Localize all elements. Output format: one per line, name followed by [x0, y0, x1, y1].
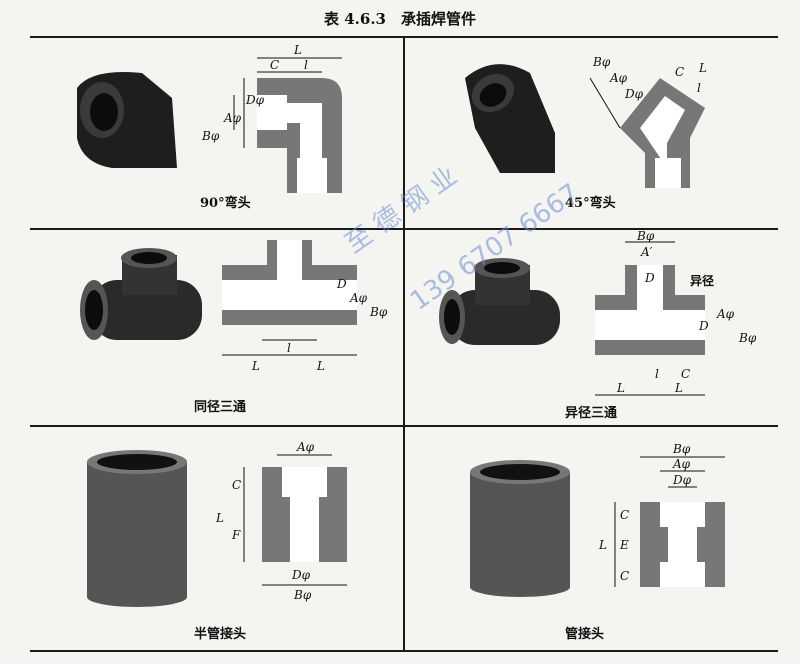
label-A: Aφ	[349, 291, 368, 305]
caption-90-elbow: 90°弯头	[200, 196, 251, 211]
label-B: Bφ	[201, 129, 220, 143]
caption-equal-tee: 同径三通	[194, 400, 247, 415]
label-L: L	[215, 511, 224, 525]
label-L-left: L	[251, 359, 260, 373]
half-coupling-photo	[87, 450, 187, 607]
label-F: F	[231, 528, 241, 542]
label-C-bottom: C	[620, 569, 629, 583]
label-l: l	[655, 367, 659, 381]
label-B-top: Bφ	[636, 230, 655, 243]
label-l: l	[697, 81, 701, 95]
label-l: l	[304, 58, 308, 72]
label-B: Bφ	[592, 55, 611, 69]
label-A: Aφ	[716, 307, 735, 321]
label-L: L	[698, 61, 707, 75]
label-A: Aφ	[296, 440, 315, 454]
column-divider	[403, 36, 405, 652]
label-D: Dφ	[672, 473, 692, 487]
label-l: l	[287, 341, 291, 355]
label-A: Aφ	[672, 457, 691, 471]
label-A: Aφ	[609, 71, 628, 85]
label-D: Dφ	[245, 93, 265, 107]
label-C: C	[270, 58, 279, 72]
equal-tee-photo	[80, 248, 202, 340]
label-D: D	[336, 277, 347, 291]
label-L: L	[293, 43, 302, 57]
label-D: D	[698, 319, 709, 333]
label-B: Bφ	[738, 331, 757, 345]
equal-tee-figure: L L l DAφ Bφ	[80, 240, 388, 373]
elbow-45-photo	[465, 64, 555, 173]
caption-coupling: 管接头	[565, 627, 605, 642]
label-L-right: L	[316, 359, 325, 373]
label-A-prime: A′	[640, 245, 653, 259]
label-B: Bφ	[293, 588, 312, 602]
coupling-photo	[470, 460, 570, 597]
caption-reducing-tee: 异径三通	[565, 406, 618, 421]
equal-tee-drawing: L L l DAφ Bφ	[222, 240, 388, 373]
label-C: C	[675, 65, 684, 79]
label-C-top: C	[620, 508, 629, 522]
label-L: L	[598, 538, 607, 552]
label-E: E	[619, 538, 629, 552]
label-D-top: D	[644, 271, 655, 285]
reducing-tee-photo	[439, 258, 560, 345]
caption-45-elbow: 45°弯头	[565, 196, 616, 211]
label-C: C	[681, 367, 690, 381]
table-title: 表 4.6.3 承插焊管件	[324, 10, 476, 28]
label-D: Dφ	[624, 87, 644, 101]
label-L-left: L	[616, 381, 625, 395]
label-B: Bφ	[369, 305, 388, 319]
label-D: Dφ	[291, 568, 311, 582]
label-C: C	[232, 478, 241, 492]
label-L-right: L	[674, 381, 683, 395]
label-B: Bφ	[672, 442, 691, 456]
elbow-90-photo	[77, 72, 177, 168]
label-A: Aφ	[223, 111, 242, 125]
reducing-note: 异径	[690, 273, 714, 288]
caption-half-coupling: 半管接头	[194, 627, 247, 642]
